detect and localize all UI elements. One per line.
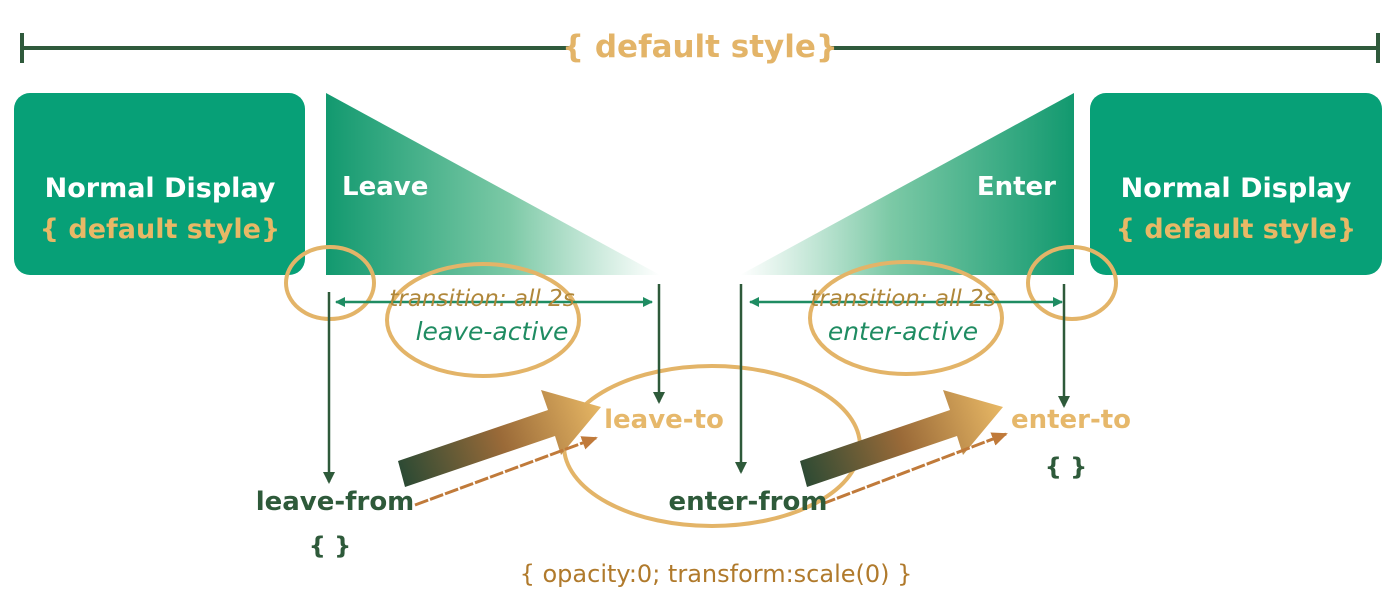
leave-label: Leave <box>342 172 428 202</box>
enter-label: Enter <box>977 172 1056 202</box>
right-box-title: Normal Display <box>1121 173 1352 204</box>
enter-to-style: { } <box>1045 453 1088 481</box>
left-box-title: Normal Display <box>45 173 276 204</box>
enter-to-highlight-ring <box>1026 245 1118 321</box>
enter-to-label: enter-to <box>1011 405 1131 435</box>
leave-active-ring <box>385 262 581 378</box>
leave-to-label: leave-to <box>604 405 724 435</box>
leave-wedge <box>326 93 660 275</box>
enter-active-label: enter-active <box>828 317 978 346</box>
leave-flow-arrow <box>414 436 598 507</box>
default-style-span <box>20 33 1380 63</box>
leave-transition-label: transition: all 2s <box>389 286 574 312</box>
enter-wedge <box>740 93 1074 275</box>
top-default-style-label: { default style} <box>562 29 838 65</box>
left-normal-display-box <box>14 93 305 275</box>
leave-active-label: leave-active <box>416 317 569 346</box>
enter-progress-arrow <box>800 390 1003 487</box>
left-box-subtitle: { default style} <box>40 214 280 245</box>
enter-from-label: enter-from <box>669 487 828 517</box>
right-normal-display-box <box>1090 93 1382 275</box>
leave-from-style: { } <box>309 532 352 560</box>
hidden-style-note: { opacity:0; transform:scale(0) } <box>520 560 913 588</box>
enter-transition-label: transition: all 2s <box>810 286 995 312</box>
leave-from-label: leave-from <box>256 487 415 517</box>
enter-active-ring <box>808 260 1004 376</box>
leave-progress-arrow <box>398 390 601 487</box>
enter-flow-arrow <box>821 432 1008 506</box>
right-box-subtitle: { default style} <box>1116 214 1356 245</box>
